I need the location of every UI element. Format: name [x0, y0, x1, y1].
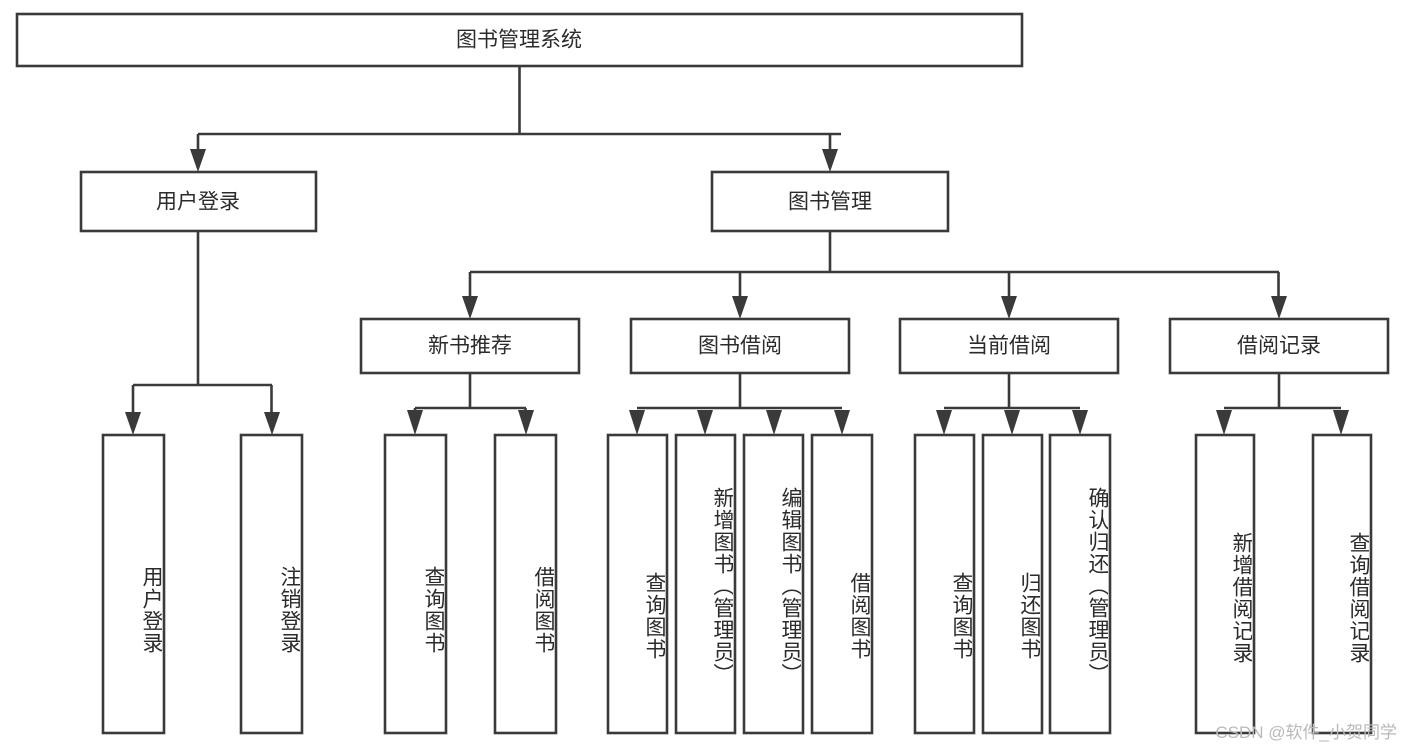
- leaf-current-borrow-1-box[interactable]: [913, 433, 976, 735]
- leaf-book-borrow-4[interactable]: 借阅图书: [810, 433, 874, 735]
- leaf-borrow-record-2-box[interactable]: [1311, 433, 1373, 735]
- arrow-to-book-borrow: [732, 296, 748, 319]
- node-current-borrow[interactable]: 当前借阅: [898, 317, 1120, 375]
- leaf-current-borrow-2-box[interactable]: [981, 433, 1044, 735]
- node-new-book-rec-label: 新书推荐: [428, 335, 512, 358]
- node-current-borrow-label: 当前借阅: [967, 335, 1051, 358]
- leaf-new-book-rec-2-box[interactable]: [493, 433, 558, 735]
- leaf-borrow-record-1-label: 新增借阅记录: [1230, 532, 1252, 664]
- leaf-user-login-2-label: 注销登录: [278, 565, 300, 654]
- node-new-book-rec-box[interactable]: [359, 317, 581, 375]
- node-book-borrow-label: 图书借阅: [698, 335, 782, 358]
- arrow-bb-leaf-3: [766, 410, 782, 435]
- leaf-book-borrow-4-label: 借阅图书: [848, 571, 870, 660]
- leaf-current-borrow-3-box[interactable]: [1048, 433, 1112, 735]
- leaf-new-book-rec-1-label: 查询图书: [422, 565, 444, 654]
- arrow-user-login-leaf-1: [125, 412, 141, 435]
- arrow-cb-leaf-1: [936, 410, 952, 435]
- node-book-manage[interactable]: 图书管理: [710, 170, 950, 233]
- leaf-borrow-record-1-box[interactable]: [1194, 433, 1256, 735]
- leaf-book-borrow-3[interactable]: 编辑图书（管理员）: [742, 433, 805, 735]
- node-current-borrow-box[interactable]: [898, 317, 1120, 375]
- leaf-borrow-record-2[interactable]: 查询借阅记录: [1311, 433, 1373, 735]
- leaf-current-borrow-3-label: 确认归还（管理员）: [1086, 487, 1108, 685]
- leaf-borrow-record-1[interactable]: 新增借阅记录: [1194, 433, 1256, 735]
- node-borrow-record-box[interactable]: [1168, 317, 1390, 375]
- arrow-br-leaf-1: [1216, 410, 1232, 435]
- arrow-user-login-leaf-2: [264, 412, 280, 435]
- arrow-cb-leaf-3: [1072, 410, 1088, 435]
- node-root-box[interactable]: [15, 12, 1024, 68]
- leaf-user-login-1-label: 用户登录: [140, 565, 162, 654]
- leaf-current-borrow-1[interactable]: 查询图书: [913, 433, 976, 735]
- leaf-current-borrow-3[interactable]: 确认归还（管理员）: [1048, 433, 1112, 735]
- leaf-current-borrow-1-label: 查询图书: [950, 571, 972, 660]
- node-new-book-rec[interactable]: 新书推荐: [359, 317, 581, 375]
- node-user-login[interactable]: 用户登录: [79, 170, 318, 233]
- leaf-user-login-2[interactable]: 注销登录: [239, 433, 304, 735]
- arrow-nbr-leaf-1: [407, 410, 423, 435]
- leaf-book-borrow-2-box[interactable]: [674, 433, 737, 735]
- leaf-current-borrow-2[interactable]: 归还图书: [981, 433, 1044, 735]
- arrow-bb-leaf-4: [834, 410, 850, 435]
- arrow-to-borrow-record: [1271, 296, 1287, 319]
- leaf-new-book-rec-2[interactable]: 借阅图书: [493, 433, 558, 735]
- node-book-manage-label: 图书管理: [788, 191, 872, 214]
- node-book-borrow[interactable]: 图书借阅: [629, 317, 851, 375]
- arrow-br-leaf-2: [1333, 410, 1349, 435]
- arrow-to-new-book-rec: [462, 296, 478, 319]
- arrow-bb-leaf-1: [629, 410, 645, 435]
- arrow-root-to-user-login: [190, 149, 206, 172]
- leaf-borrow-record-2-label: 查询借阅记录: [1347, 532, 1369, 664]
- leaf-new-book-rec-2-label: 借阅图书: [532, 565, 554, 654]
- node-user-login-label: 用户登录: [156, 191, 240, 214]
- arrow-to-current-borrow: [1001, 296, 1017, 319]
- leaf-current-borrow-2-label: 归还图书: [1018, 571, 1040, 660]
- leaf-book-borrow-2-label: 新增图书（管理员）: [711, 487, 733, 685]
- node-book-borrow-box[interactable]: [629, 317, 851, 375]
- leaf-book-borrow-3-box[interactable]: [742, 433, 805, 735]
- leaf-user-login-1[interactable]: 用户登录: [101, 433, 166, 735]
- node-book-manage-box[interactable]: [710, 170, 950, 233]
- connector-layer: [125, 66, 1349, 435]
- leaf-user-login-2-box[interactable]: [239, 433, 304, 735]
- node-user-login-box[interactable]: [79, 170, 318, 233]
- leaf-new-book-rec-1-box[interactable]: [383, 433, 448, 735]
- arrow-root-to-book-manage: [822, 149, 838, 172]
- node-borrow-record-label: 借阅记录: [1237, 335, 1321, 358]
- node-root-label: 图书管理系统: [456, 29, 582, 52]
- leaf-book-borrow-2[interactable]: 新增图书（管理员）: [674, 433, 737, 735]
- leaf-user-login-1-box[interactable]: [101, 433, 166, 735]
- leaf-book-borrow-4-box[interactable]: [810, 433, 874, 735]
- leaf-new-book-rec-1[interactable]: 查询图书: [383, 433, 448, 735]
- arrow-nbr-leaf-2: [518, 410, 534, 435]
- arrow-bb-leaf-2: [697, 410, 713, 435]
- arrow-cb-leaf-2: [1004, 410, 1020, 435]
- node-root[interactable]: 图书管理系统: [15, 12, 1024, 68]
- leaf-book-borrow-1-label: 查询图书: [643, 571, 665, 660]
- leaf-book-borrow-3-label: 编辑图书（管理员）: [779, 487, 801, 685]
- node-borrow-record[interactable]: 借阅记录: [1168, 317, 1390, 375]
- leaf-book-borrow-1[interactable]: 查询图书: [606, 433, 669, 735]
- leaf-book-borrow-1-box[interactable]: [606, 433, 669, 735]
